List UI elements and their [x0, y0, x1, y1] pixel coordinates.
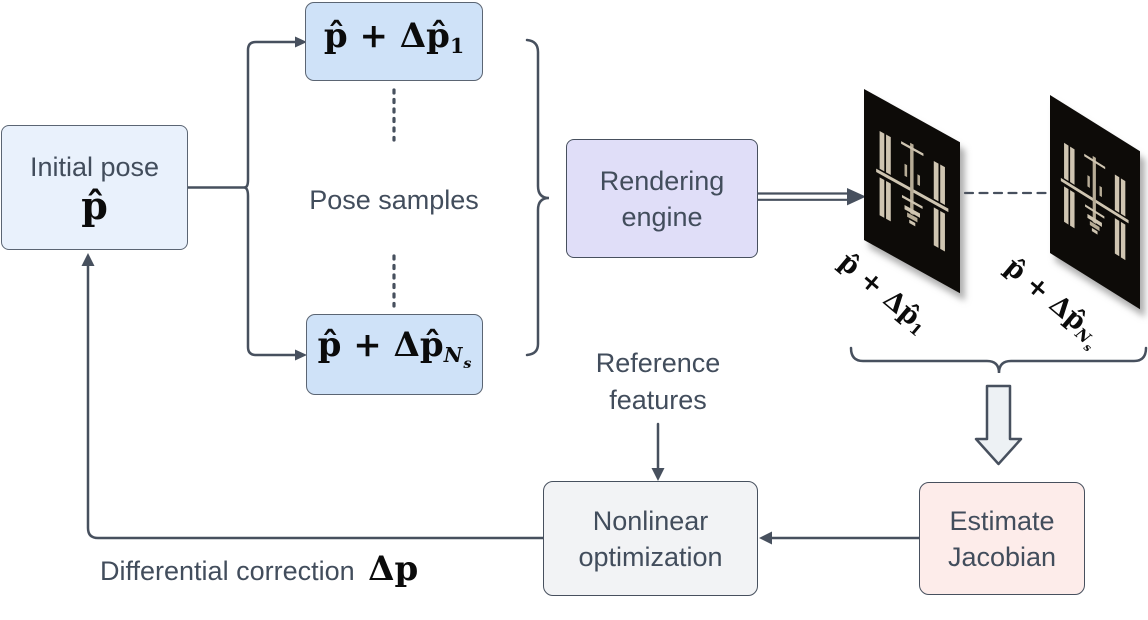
reference-arrowhead — [651, 468, 665, 481]
nonlinear-optimization-box: Nonlinear optimization — [543, 481, 758, 596]
differential-correction-label: Differential correction Δp — [100, 551, 418, 590]
iss-render-n — [1061, 143, 1129, 261]
jacobian-arrowhead — [759, 531, 772, 545]
iss-render-1 — [875, 130, 949, 252]
reference-features-label: Reference features — [568, 345, 748, 419]
rendered-image-panel-1 — [864, 89, 960, 294]
estimate-jacobian-box: Estimate Jacobian — [919, 482, 1085, 595]
images-under-brace — [849, 346, 1148, 374]
pose-sample-1-math: p̂ + Δp̂ — [323, 16, 450, 57]
rendering-engine-line1: Rendering — [599, 165, 725, 196]
pose-samples-brace — [525, 38, 550, 357]
differential-correction-math: Δp — [368, 549, 419, 589]
pose-sample-1-box: p̂ + Δp̂1 — [305, 2, 483, 81]
split-connector — [186, 40, 298, 357]
double-arrow-lines — [756, 192, 851, 201]
pose-samples-label: Pose samples — [309, 185, 479, 215]
rendering-engine-line2: engine — [621, 201, 703, 232]
initial-pose-title: Initial pose — [29, 151, 160, 182]
rendering-engine-box: Rendering engine — [566, 139, 758, 258]
differential-correction-text: Differential correction — [100, 556, 355, 586]
feedback-arrowhead — [81, 253, 95, 266]
initial-pose-math: p̂ — [81, 182, 108, 228]
reference-features-line1: Reference — [595, 348, 721, 378]
nonlinear-optimization-line2: optimization — [578, 541, 723, 572]
block-arrow-down-icon — [974, 384, 1023, 466]
nonlinear-optimization-line1: Nonlinear — [592, 505, 709, 536]
pose-sample-1-label: p̂ + Δp̂1 — [324, 18, 464, 64]
feedback-loop-line — [86, 262, 545, 540]
pose-sample-n-label: p̂ + Δp̂Ns — [318, 327, 472, 381]
estimate-jacobian-line1: Estimate — [949, 505, 1055, 536]
rendered-image-panel-n — [1050, 95, 1140, 310]
pose-sample-1-sub: 1 — [449, 34, 465, 59]
reference-features-line2: features — [609, 385, 707, 415]
pose-sample-n-box: p̂ + Δp̂Ns — [306, 314, 483, 395]
pose-sample-n-subsub: s — [463, 355, 472, 372]
pose-sample-n-sub: N — [443, 343, 463, 368]
pose-sample-n-math: p̂ + Δp̂ — [317, 325, 444, 366]
initial-pose-box: Initial pose p̂ — [1, 125, 188, 250]
estimate-jacobian-line2: Jacobian — [947, 541, 1057, 572]
